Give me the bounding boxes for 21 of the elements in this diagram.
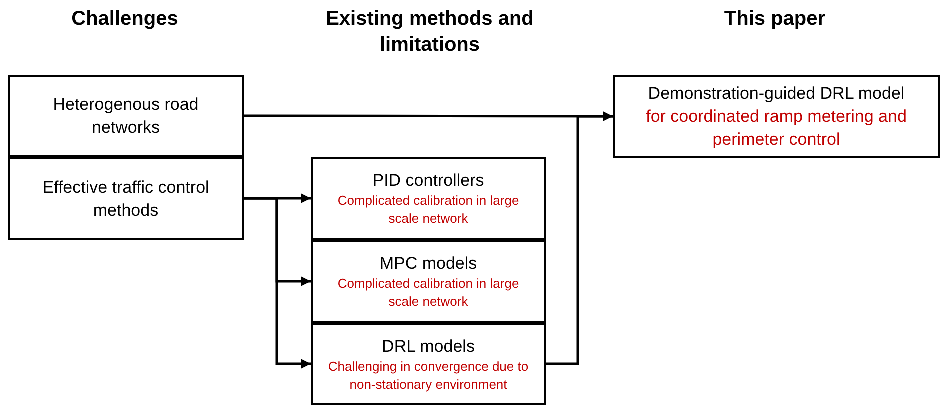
box-title: Demonstration-guided DRL model <box>648 83 905 105</box>
column-heading: Existing methods and limitations <box>325 7 535 58</box>
process-box <box>311 157 546 240</box>
box-note: for coordinated ramp metering and perimeter control <box>645 106 908 151</box>
box-note: Challenging in convergence due to non-stationary environment <box>327 358 530 394</box>
column-heading: Challenges <box>72 7 178 32</box>
box-title: PID controllers <box>372 170 484 192</box>
process-box <box>8 157 244 240</box>
arrow <box>546 112 613 366</box>
process-box <box>311 323 546 405</box>
process-box <box>311 240 546 323</box>
box-title: MPC models <box>380 253 478 275</box>
box-note: Complicated calibration in large scale network <box>336 192 520 228</box>
column-heading: This paper <box>724 7 826 32</box>
box-title: DRL models <box>382 336 475 358</box>
box-title: Effective traffic control methods <box>42 176 210 222</box>
box-note: Complicated calibration in large scale network <box>336 275 520 311</box>
process-box <box>613 75 940 158</box>
arrow <box>244 197 311 369</box>
box-title: Heterogenous road networks <box>52 94 200 139</box>
process-box <box>8 75 244 157</box>
